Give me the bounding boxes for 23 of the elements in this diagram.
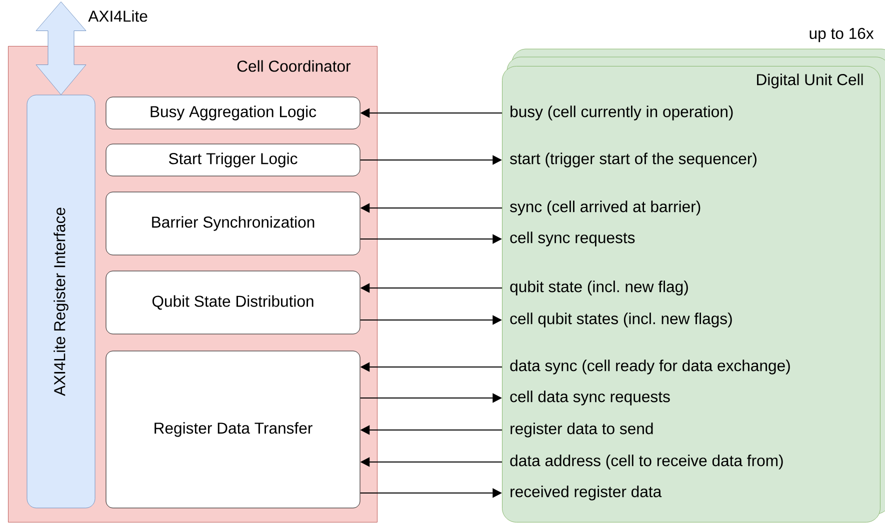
signal-label: register data to send: [510, 422, 653, 438]
signal-label: start (trigger start of the sequencer): [510, 152, 756, 168]
logic-box: Qubit State Distribution: [106, 270, 360, 334]
signal-label: data sync (cell ready for data exchange): [510, 360, 790, 374]
double-arrow: [36, 2, 86, 95]
signal-label: cell data sync requests: [510, 390, 670, 406]
logic-box: Busy Aggregation Logic: [106, 96, 360, 130]
box-title: Cell Coordinator: [237, 60, 351, 72]
signal-label: data address (cell to receive data from): [510, 454, 783, 470]
interface-label: AXI4Lite: [88, 10, 148, 22]
logic-box: Start Trigger Logic: [106, 144, 360, 176]
signal-label: cell sync requests: [510, 232, 635, 246]
box-title: Digital Unit Cell: [757, 74, 863, 88]
signal-label: busy (cell currently in operation): [510, 106, 733, 120]
signal-label: received register data: [510, 486, 662, 500]
logic-box: Barrier Synchronization: [106, 192, 360, 256]
unit-cell-box: [502, 66, 880, 522]
multiplicity-note: up to 16x: [810, 28, 874, 42]
signal-label: sync (cell arrived at barrier): [510, 200, 700, 216]
signal-label: qubit state (incl. new flag): [510, 280, 688, 296]
signal-label: cell qubit states (incl. new flags): [510, 312, 732, 328]
logic-box: Register Data Transfer: [106, 350, 360, 508]
register-interface-box: AXI4Lite Register Interface: [26, 94, 96, 508]
